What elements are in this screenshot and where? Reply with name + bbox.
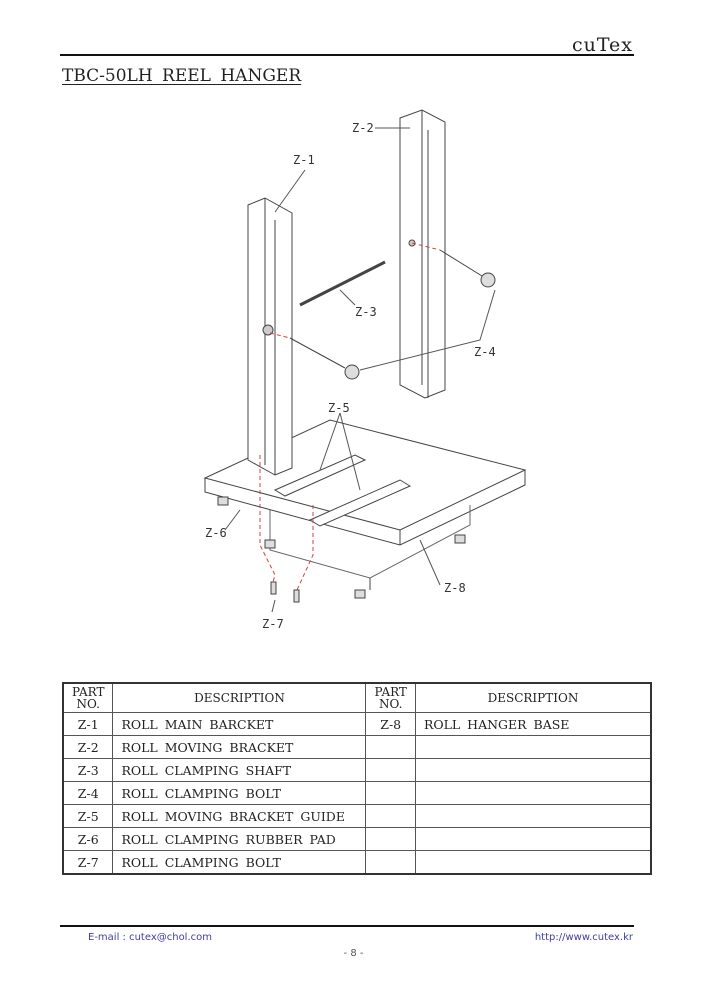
part-no: Z-1: [62, 712, 114, 736]
description: ROLL MOVING BRACKET GUIDE: [112, 804, 367, 828]
label-z6: Z-6: [205, 526, 227, 540]
rubber-pads: [217, 496, 466, 599]
label-z2: Z-2: [352, 121, 374, 135]
label-z8: Z-8: [444, 581, 466, 595]
footer-url: http://www.cutex.kr: [534, 932, 633, 943]
description: ROLL CLAMPING SHAFT: [112, 758, 367, 782]
header-divider: [60, 54, 634, 56]
part-no: [365, 781, 416, 805]
part-no: Z-2: [62, 735, 114, 759]
part-no: [365, 850, 416, 875]
part-no: [365, 804, 416, 828]
exploded-assembly-drawing: [203, 109, 527, 613]
footer-email: E-mail : cutex@chol.com: [88, 932, 212, 943]
label-z3: Z-3: [355, 305, 377, 319]
main-bracket: [247, 197, 293, 476]
description: ROLL CLAMPING BOLT: [112, 850, 367, 875]
description: ROLL CLAMPING RUBBER PAD: [112, 827, 367, 851]
header-part-no: PART NO.: [62, 682, 114, 713]
part-no: Z-5: [62, 804, 114, 828]
part-no: Z-7: [62, 850, 114, 875]
description: ROLL CLAMPING BOLT: [112, 781, 367, 805]
part-no: [365, 758, 416, 782]
label-z5: Z-5: [328, 401, 350, 415]
footer-divider: [60, 925, 634, 927]
description: [414, 850, 652, 875]
part-no: [365, 735, 416, 759]
description: [414, 804, 652, 828]
part-no: Z-6: [62, 827, 114, 851]
page-number: - 8 -: [343, 948, 364, 959]
label-z4: Z-4: [474, 345, 496, 359]
description: [414, 827, 652, 851]
part-no: Z-4: [62, 781, 114, 805]
base-bolts: [270, 581, 300, 603]
clamping-shaft: [299, 260, 386, 307]
part-no: Z-8: [365, 712, 416, 736]
assembly-lines: [259, 242, 441, 591]
part-no: [365, 827, 416, 851]
brand-logo: cuTex: [571, 34, 633, 56]
description: [414, 781, 652, 805]
description: ROLL MAIN BARCKET: [112, 712, 367, 736]
label-z1: Z-1: [293, 153, 315, 167]
description: [414, 735, 652, 759]
header-part-no: PART NO.: [365, 682, 416, 713]
table-header-row: PART NO. DESCRIPTION PART NO. DESCRIPTIO…: [62, 682, 652, 713]
header-description: DESCRIPTION: [414, 682, 652, 713]
description: ROLL MOVING BRACKET: [112, 735, 367, 759]
description: ROLL HANGER BASE: [414, 712, 652, 736]
part-no: Z-3: [62, 758, 114, 782]
parts-table: PART NO. DESCRIPTION PART NO. DESCRIPTIO…: [62, 682, 652, 875]
label-z7: Z-7: [262, 617, 284, 631]
description: [414, 758, 652, 782]
header-description: DESCRIPTION: [112, 682, 367, 713]
bracket-guides: [273, 454, 412, 527]
leader-lines: [224, 127, 496, 613]
clamping-knobs: [289, 249, 496, 380]
page-title: TBC-50LH REEL HANGER: [62, 66, 302, 86]
